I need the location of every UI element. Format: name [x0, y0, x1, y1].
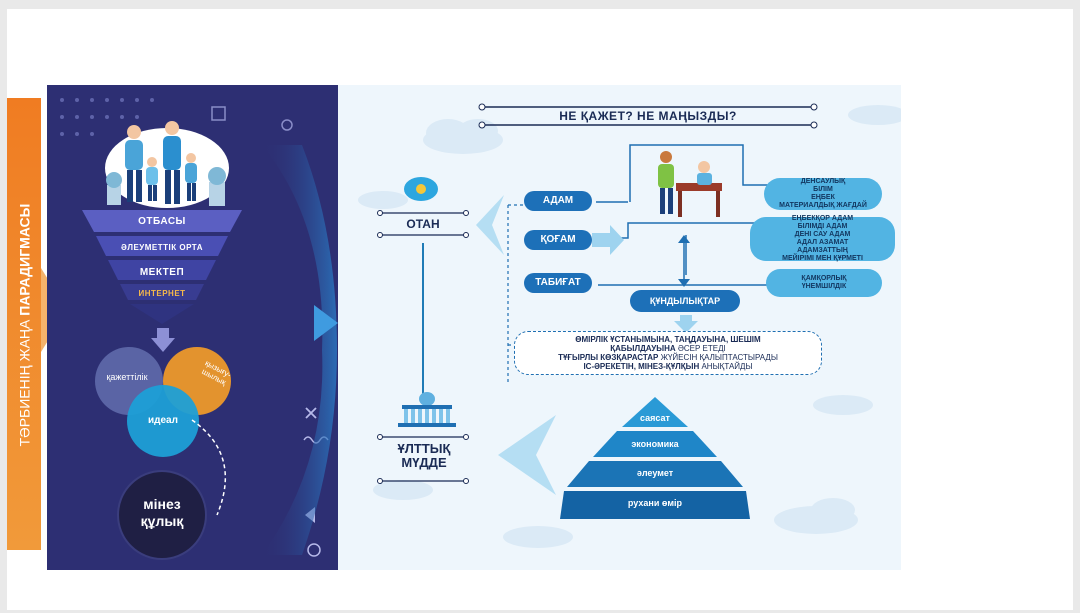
pyramid-level-politics: саясат	[640, 413, 670, 423]
box-citizen-line: АДАМЗАТТЫҢ	[797, 247, 848, 254]
influence-bold: ӨМІРЛІК ҰСТАНЫМЫНА, ТАҢДАУЫНА, ШЕШІМ	[575, 335, 761, 344]
influence-normal: ӘСЕР ЕТЕДІ	[675, 344, 726, 353]
funnel-label: ИНТЕРНЕТ	[138, 289, 186, 298]
box-citizen: ЕҢБЕКҚОР АДАМ БІЛІМДІ АДАМ ДЕНІ САУ АДАМ…	[750, 215, 895, 262]
box-citizen-line: ДЕНІ САУ АДАМ	[794, 231, 851, 238]
influence-line: ІС-ӘРЕКЕТІН, МІНЕЗ-ҚҰЛҚЫН АНЫҚТАЙДЫ	[518, 362, 818, 371]
influence-normal: АНЫҚТАЙДЫ	[699, 362, 753, 371]
ring-decoration	[281, 119, 293, 131]
clouds-background	[358, 105, 901, 548]
box-citizen-line: МЕЙІРІМІ МЕН ҚҰРМЕТІ	[782, 255, 863, 262]
arrow-down-icon	[151, 328, 175, 352]
funnel-label: ОТБАСЫ	[138, 216, 186, 227]
venn-ideal: идеал	[148, 415, 178, 426]
left-panel: ОТБАСЫ ӘЛЕУМЕТТІК ОРТА МЕКТЕП ИНТЕРНЕТ қ…	[47, 85, 338, 570]
funnel-shape	[82, 210, 242, 324]
header-title: НЕ ҚАЖЕТ? НЕ МАҢЫЗДЫ?	[528, 109, 768, 123]
character-line1: мінез	[143, 496, 181, 512]
influence-line: ӨМІРЛІК ҰСТАНЫМЫНА, ТАҢДАУЫНА, ШЕШІМ	[518, 335, 818, 344]
character-label: мінез құлық	[117, 496, 207, 530]
family-illustration	[105, 121, 229, 208]
influence-bold: ҚАБЫЛДАУЫНА	[610, 344, 676, 353]
pyramid-level-economy: экономика	[631, 439, 679, 449]
side-title-bold: ПАРАДИГМАСЫ	[16, 203, 33, 316]
arrow-left-large-icon	[498, 415, 556, 495]
venn-diagram	[95, 347, 231, 457]
box-citizen-line: ЕҢБЕКҚОР АДАМ	[791, 215, 854, 222]
node-tabigat: ТАБИҒАТ	[524, 273, 592, 293]
funnel-level-school: МЕКТЕП	[82, 267, 242, 278]
funnel-level-social: ӘЛЕУМЕТТІК ОРТА	[82, 243, 242, 252]
flow-arrow	[262, 145, 338, 555]
funnel-level-family: ОТБАСЫ	[82, 216, 242, 227]
node-adam: АДАМ	[524, 191, 592, 211]
influence-bold: ТҰҒЫРЛЫ КӨЗҚАРАСТАР	[558, 353, 659, 362]
character-line2: құлық	[140, 513, 184, 529]
box-health-line: БІЛІМ	[813, 186, 833, 193]
side-title: ТӘРБИЕНІҢ ЖАҢА ПАРАДИГМАСЫ	[8, 148, 42, 503]
header-lines	[478, 103, 818, 129]
box-health-line: МАТЕРИАЛДЫҚ ЖАҒДАЙ	[779, 202, 867, 209]
pyramid-level-spiritual: рухани өмір	[627, 498, 683, 508]
box-nature: ҚАМҚОРЛЫҚ ҮНЕМШІЛДІК	[766, 269, 882, 297]
box-citizen-line: АДАЛ АЗАМАТ	[796, 239, 849, 246]
national-lines	[377, 434, 469, 484]
box-nature-line: ҚАМҚОРЛЫҚ	[801, 275, 847, 282]
side-title-normal: ТӘРБИЕНІҢ ЖАҢА	[16, 315, 33, 447]
influence-line: ТҰҒЫРЛЫ КӨЗҚАРАСТАР ЖҮЙЕСІН ҚАЛЫПТАСТЫРА…	[518, 353, 818, 362]
sun-icon	[416, 184, 426, 194]
venn-need: қажеттілік	[106, 372, 148, 382]
arrow-down-small-icon	[674, 315, 698, 333]
dashed-connector	[191, 419, 227, 516]
arrow-left-icon	[476, 195, 504, 255]
right-panel: НЕ ҚАЖЕТ? НЕ МАҢЫЗДЫ? ОТАН АДАМ ҚОҒАМ ТА…	[338, 85, 901, 570]
influence-normal: ЖҮЙЕСІН ҚАЛЫПТАСТЫРАДЫ	[658, 353, 778, 362]
national-line1: ҰЛТТЫҚ	[397, 441, 451, 456]
node-qogam: ҚОҒАМ	[524, 230, 592, 250]
square-decoration	[211, 106, 226, 121]
national-line2: МҮДДЕ	[401, 455, 447, 470]
box-health: ДЕНСАУЛЫҚ БІЛІМ ЕҢБЕК МАТЕРИАЛДЫҚ ЖАҒДАЙ	[764, 178, 882, 210]
influence-bold: ІС-ӘРЕКЕТІН, МІНЕЗ-ҚҰЛҚЫН	[583, 362, 700, 371]
side-title-band: ТӘРБИЕНІҢ ЖАҢА ПАРАДИГМАСЫ	[7, 98, 41, 550]
pyramid-level-social: әлеумет	[636, 468, 674, 478]
influence-box	[514, 331, 822, 375]
funnel-level-internet: ИНТЕРНЕТ	[82, 289, 242, 298]
double-arrow-icon	[678, 235, 690, 287]
character-circle	[117, 470, 207, 560]
box-nature-line: ҮНЕМШІЛДІК	[801, 283, 847, 290]
influence-text: ӨМІРЛІК ҰСТАНЫМЫНА, ТАҢДАУЫНА, ШЕШІМ ҚАБ…	[518, 335, 818, 371]
node-values: ҚҰНДЫЛЫҚТАР	[630, 290, 740, 312]
otan-connector	[422, 243, 424, 403]
national-label: ҰЛТТЫҚ МҮДДЕ	[384, 442, 464, 470]
dots-decoration	[60, 98, 154, 136]
arrow-right-icon	[592, 225, 624, 255]
palace-icon	[398, 392, 456, 427]
funnel-label: ӘЛЕУМЕТТІК ОРТА	[121, 243, 203, 252]
otan-label: ОТАН	[406, 217, 440, 231]
teacher-illustration	[658, 151, 722, 217]
otan-lines	[377, 210, 469, 238]
box-citizen-line: БІЛІМДІ АДАМ	[797, 223, 848, 230]
influence-line: ҚАБЫЛДАУЫНА ӘСЕР ЕТЕДІ	[518, 344, 818, 353]
pyramid-shape	[560, 397, 750, 519]
box-health-line: ЕҢБЕК	[811, 194, 835, 201]
funnel-label: МЕКТЕП	[139, 267, 185, 278]
box-health-line: ДЕНСАУЛЫҚ	[800, 178, 846, 185]
